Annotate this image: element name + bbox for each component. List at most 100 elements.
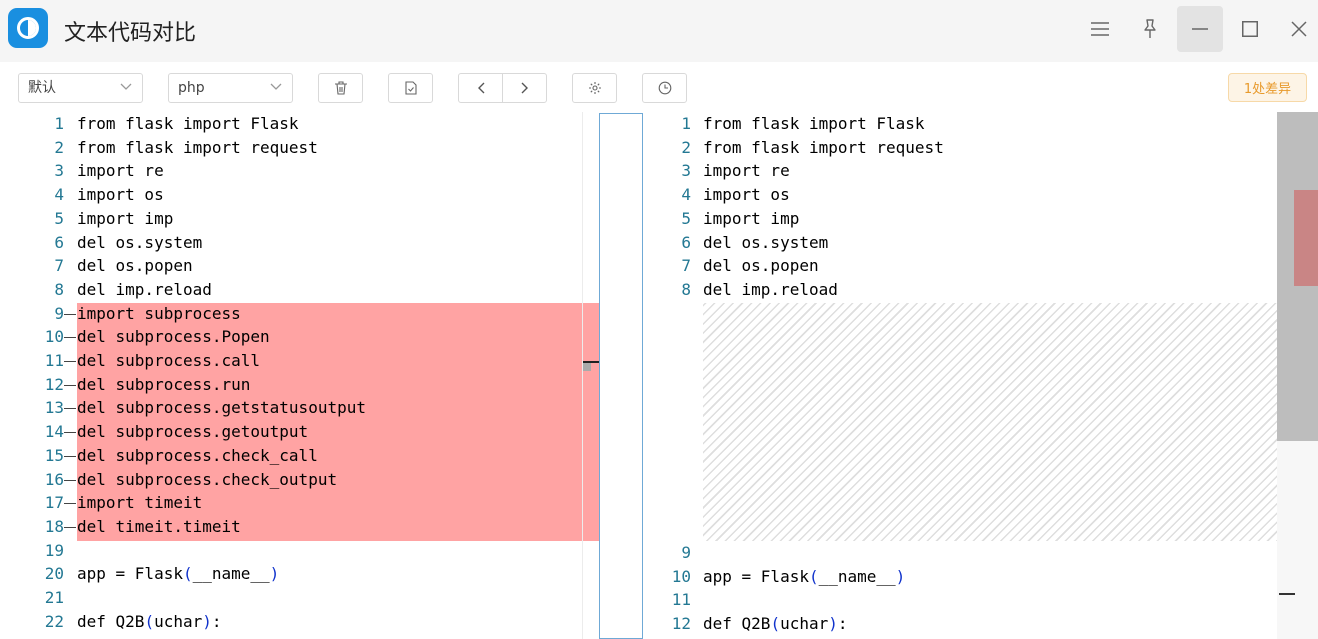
left-diff-marker [583, 361, 599, 363]
chevron-down-icon [270, 83, 282, 90]
line-code: app = Flask(__name__) [77, 562, 279, 586]
overview-scrollbar[interactable] [1277, 112, 1318, 639]
line-number: 20 [44, 564, 64, 584]
line-number: 18 [44, 516, 64, 536]
diff-navigation [458, 73, 547, 103]
diff-count-badge[interactable]: 1处差异 [1228, 73, 1307, 102]
line-number: 12 [44, 374, 64, 394]
close-button[interactable] [1276, 6, 1318, 52]
left-scroll-track [582, 112, 583, 639]
line-code: import os [77, 185, 164, 205]
line-number: 2 [54, 137, 64, 157]
diff-line-marker [64, 526, 76, 528]
trash-icon [334, 81, 347, 95]
code-line[interactable]: 8 del imp.reload [643, 278, 1294, 302]
code-line[interactable]: 3 import re [643, 159, 1294, 183]
settings-button[interactable] [572, 73, 617, 103]
file-check-icon [404, 81, 417, 95]
maximize-button[interactable] [1227, 6, 1273, 52]
line-code: del os.system [77, 232, 203, 252]
code-line[interactable]: 19 [0, 539, 600, 563]
gear-icon [588, 82, 601, 94]
code-line[interactable]: 9 [643, 541, 1294, 565]
diff-line-marker [64, 432, 76, 434]
chevron-down-icon [120, 83, 132, 90]
code-line[interactable]: 21 [0, 586, 600, 610]
line-number: 12 [671, 614, 691, 634]
missing-block-placeholder [703, 303, 1294, 541]
language-select[interactable]: php [168, 73, 293, 103]
diff-line-marker [64, 384, 76, 386]
line-code: import imp [703, 208, 800, 228]
clear-button[interactable] [318, 73, 363, 103]
code-line[interactable]: 20 app = Flask(__name__) [0, 562, 600, 586]
line-number: 8 [681, 279, 691, 299]
app-title: 文本代码对比 [64, 21, 197, 46]
prev-diff-button[interactable] [459, 74, 502, 102]
chevron-left-icon [477, 82, 484, 94]
code-token: app = Flask [77, 564, 183, 584]
next-diff-button[interactable] [502, 74, 546, 102]
line-number: 19 [44, 540, 64, 560]
line-code: del subprocess.run [77, 374, 251, 394]
app-logo-icon [8, 8, 48, 48]
code-line[interactable]: 12 del subprocess.run [0, 373, 600, 397]
line-number: 10 [671, 566, 691, 586]
line-code: import re [703, 161, 790, 181]
line-code: import subprocess [77, 303, 241, 323]
history-button[interactable] [642, 73, 687, 103]
line-code: import os [703, 185, 790, 205]
minimize-button[interactable] [1177, 6, 1223, 52]
code-token: ) [895, 566, 906, 586]
line-code: del subprocess.getoutput [77, 422, 309, 442]
line-number: 11 [671, 590, 691, 610]
line-code: del imp.reload [703, 279, 838, 299]
overview-diff-marker [1294, 190, 1318, 286]
line-number: 3 [681, 161, 691, 181]
code-token: __name__ [818, 566, 896, 586]
save-button[interactable] [388, 73, 433, 103]
line-number: 10 [44, 327, 64, 347]
pin-icon[interactable] [1127, 6, 1173, 52]
diff-line-marker [64, 455, 76, 457]
line-code: del subprocess.check_output [77, 469, 338, 489]
code-token: ( [182, 564, 193, 584]
clock-icon [658, 81, 671, 95]
code-line[interactable]: 11 [643, 588, 1294, 612]
line-code: del subprocess.Popen [77, 327, 270, 347]
line-number: 8 [54, 279, 64, 299]
left-scroll-thumb[interactable] [583, 363, 591, 371]
menu-icon[interactable] [1077, 6, 1123, 52]
code-line[interactable]: 10 del subprocess.Popen [0, 325, 600, 349]
code-token: ( [770, 614, 781, 634]
mode-select[interactable]: 默认 [18, 73, 143, 103]
line-code: from flask import request [77, 137, 318, 157]
code-line[interactable]: 2 from flask import request [0, 136, 600, 160]
